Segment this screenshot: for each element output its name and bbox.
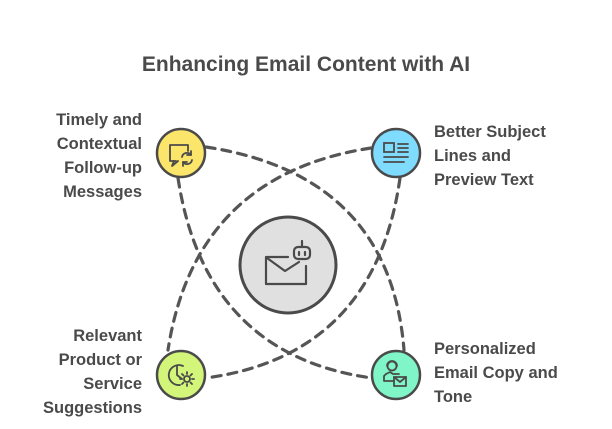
node-circle-top-right — [370, 127, 422, 179]
clock-gear-icon — [167, 364, 195, 387]
label-top-left: Timely and Contextual Follow-up Messages — [56, 111, 142, 201]
label-bottom-right: Personalized Email Copy and Tone — [434, 340, 558, 406]
node-top-right — [370, 127, 422, 179]
node-bottom-left — [155, 349, 207, 401]
curve-tr-bl-outer — [166, 146, 373, 352]
node-bottom-right — [370, 349, 422, 401]
center-circle — [238, 215, 338, 315]
email-robot-icon — [264, 239, 312, 286]
curve-tl-br-inner — [176, 176, 374, 380]
label-bottom-left: Relevant Product or Service Suggestions — [42, 327, 142, 417]
center-node — [238, 215, 338, 315]
chat-refresh-icon — [169, 144, 193, 167]
connector-curves — [166, 145, 406, 380]
node-circle-bottom-left — [155, 349, 207, 401]
person-mail-icon — [383, 360, 407, 387]
label-top-right: Better Subject Lines and Preview Text — [434, 123, 546, 189]
document-lines-icon — [383, 142, 409, 163]
node-circle-bottom-right — [370, 349, 422, 401]
node-circle-top-left — [155, 127, 207, 179]
curve-tl-br-outer — [204, 145, 406, 352]
diagram-title: Enhancing Email Content with AI — [141, 53, 471, 76]
curve-tr-bl-inner — [204, 176, 402, 380]
node-top-left — [155, 127, 207, 179]
